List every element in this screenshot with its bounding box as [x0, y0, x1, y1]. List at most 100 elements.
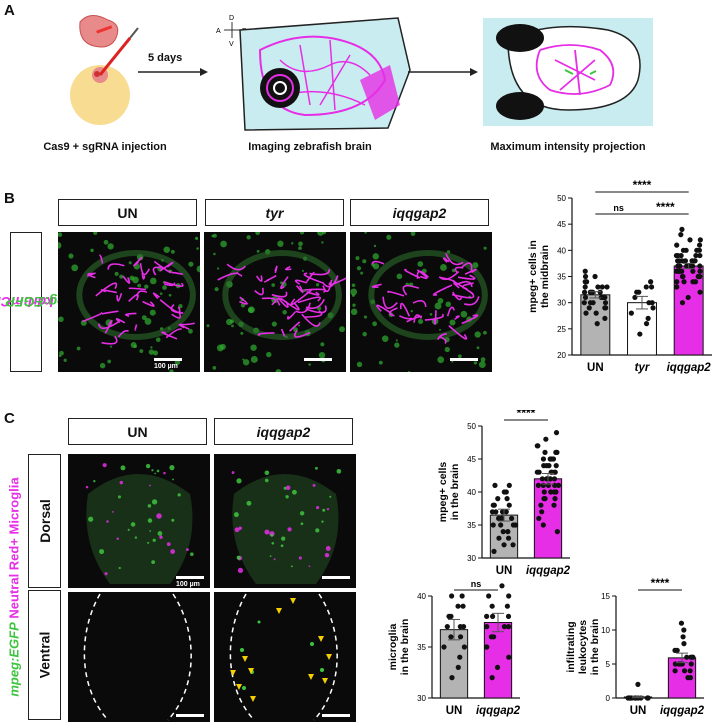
yellow-arrowheads: [230, 598, 332, 702]
data-point: [489, 675, 495, 681]
scalebar: [322, 576, 350, 579]
data-point: [697, 252, 703, 259]
scalebar: [322, 714, 350, 717]
significance-label: ns: [471, 579, 482, 589]
data-point: [534, 469, 540, 475]
data-point: [490, 522, 496, 528]
data-point: [508, 515, 515, 521]
condition-box-tyr: tyr: [205, 199, 344, 226]
data-point: [688, 654, 694, 660]
data-point: [510, 522, 517, 528]
data-point: [676, 268, 683, 274]
data-point: [510, 542, 516, 548]
panel-c-side-label: mpeg:EGFP Neutral Red+ Microglia: [6, 477, 22, 697]
data-point: [501, 542, 507, 548]
data-point: [540, 456, 547, 462]
data-point: [448, 613, 454, 619]
step3-caption: Maximum intensity projection: [490, 141, 646, 153]
data-point: [554, 529, 560, 535]
data-point: [581, 289, 588, 295]
data-point: [449, 675, 455, 681]
data-point: [593, 310, 599, 316]
data-point: [499, 583, 505, 589]
injection-illustration: [70, 15, 139, 125]
data-point: [677, 263, 683, 269]
data-point: [697, 268, 703, 274]
data-point: [636, 289, 642, 295]
data-point: [495, 515, 502, 521]
micrograph-c-dorsal-iqgap2: [214, 454, 356, 588]
data-point: [539, 476, 545, 482]
x-tick-label: UN: [496, 565, 513, 577]
svg-text:mpeg+ cells in: mpeg+ cells in: [527, 240, 539, 313]
data-point: [551, 502, 557, 508]
data-point: [650, 305, 656, 311]
y-tick-label: 40: [417, 592, 426, 601]
y-tick-label: 30: [557, 299, 566, 308]
data-point: [506, 593, 512, 599]
y-tick-label: 15: [601, 592, 610, 601]
data-point: [500, 529, 506, 535]
data-point: [582, 294, 589, 301]
data-point: [690, 279, 696, 285]
micrograph-b-iqgap2: [350, 232, 492, 372]
y-tick-label: 45: [467, 455, 476, 464]
data-point: [540, 482, 546, 488]
svg-text:in the brain: in the brain: [449, 464, 461, 521]
data-point: [697, 237, 703, 243]
data-point: [628, 310, 634, 316]
y-tick-label: 10: [601, 626, 610, 635]
data-point: [635, 681, 641, 687]
data-point: [444, 624, 450, 630]
x-tick-label: iqqgap2: [667, 362, 712, 374]
data-point: [504, 603, 510, 609]
data-point: [696, 242, 703, 248]
data-point: [602, 294, 608, 301]
x-tick-label: UN: [587, 362, 604, 374]
data-point: [604, 284, 610, 290]
data-point: [678, 620, 685, 626]
panel-label-c: C: [4, 410, 15, 427]
data-point: [457, 634, 464, 640]
scalebar: [154, 358, 182, 361]
data-point: [551, 489, 557, 495]
data-point: [503, 509, 509, 515]
data-point: [679, 273, 686, 280]
data-point: [535, 482, 541, 488]
micrograph-b-tyr: [204, 232, 346, 372]
significance-label: ****: [656, 200, 675, 214]
data-point: [697, 289, 703, 295]
condition-box-c-iqgap2: iqqgap2: [214, 418, 353, 445]
svg-text:V: V: [229, 41, 234, 48]
data-point: [542, 496, 548, 502]
data-point: [542, 449, 548, 455]
data-point: [602, 315, 608, 321]
data-point: [583, 310, 589, 316]
significance-label: ****: [633, 180, 652, 192]
condition-box-iqgap2: iqqgap2: [350, 199, 489, 226]
arrow-1-label: 5 days: [148, 52, 183, 64]
data-point: [693, 252, 699, 259]
panel-label-a: A: [4, 2, 15, 19]
data-point: [553, 430, 560, 436]
x-tick-label: iqqgap2: [476, 705, 521, 717]
significance-label: ****: [517, 410, 536, 420]
svg-text:infiltrating: infiltrating: [565, 621, 577, 672]
data-point: [587, 300, 594, 306]
y-tick-label: 20: [557, 351, 566, 360]
data-point: [645, 315, 651, 321]
data-point: [683, 247, 689, 253]
data-point: [681, 668, 688, 674]
data-point: [603, 305, 609, 311]
data-point: [628, 695, 634, 701]
row-label-dorsal: Dorsal: [28, 454, 61, 588]
data-point: [582, 279, 588, 285]
svg-text:leukocytes: leukocytes: [577, 620, 589, 674]
data-point: [674, 279, 680, 285]
y-tick-label: 35: [467, 521, 476, 530]
data-point: [455, 603, 461, 609]
data-point: [685, 294, 691, 301]
